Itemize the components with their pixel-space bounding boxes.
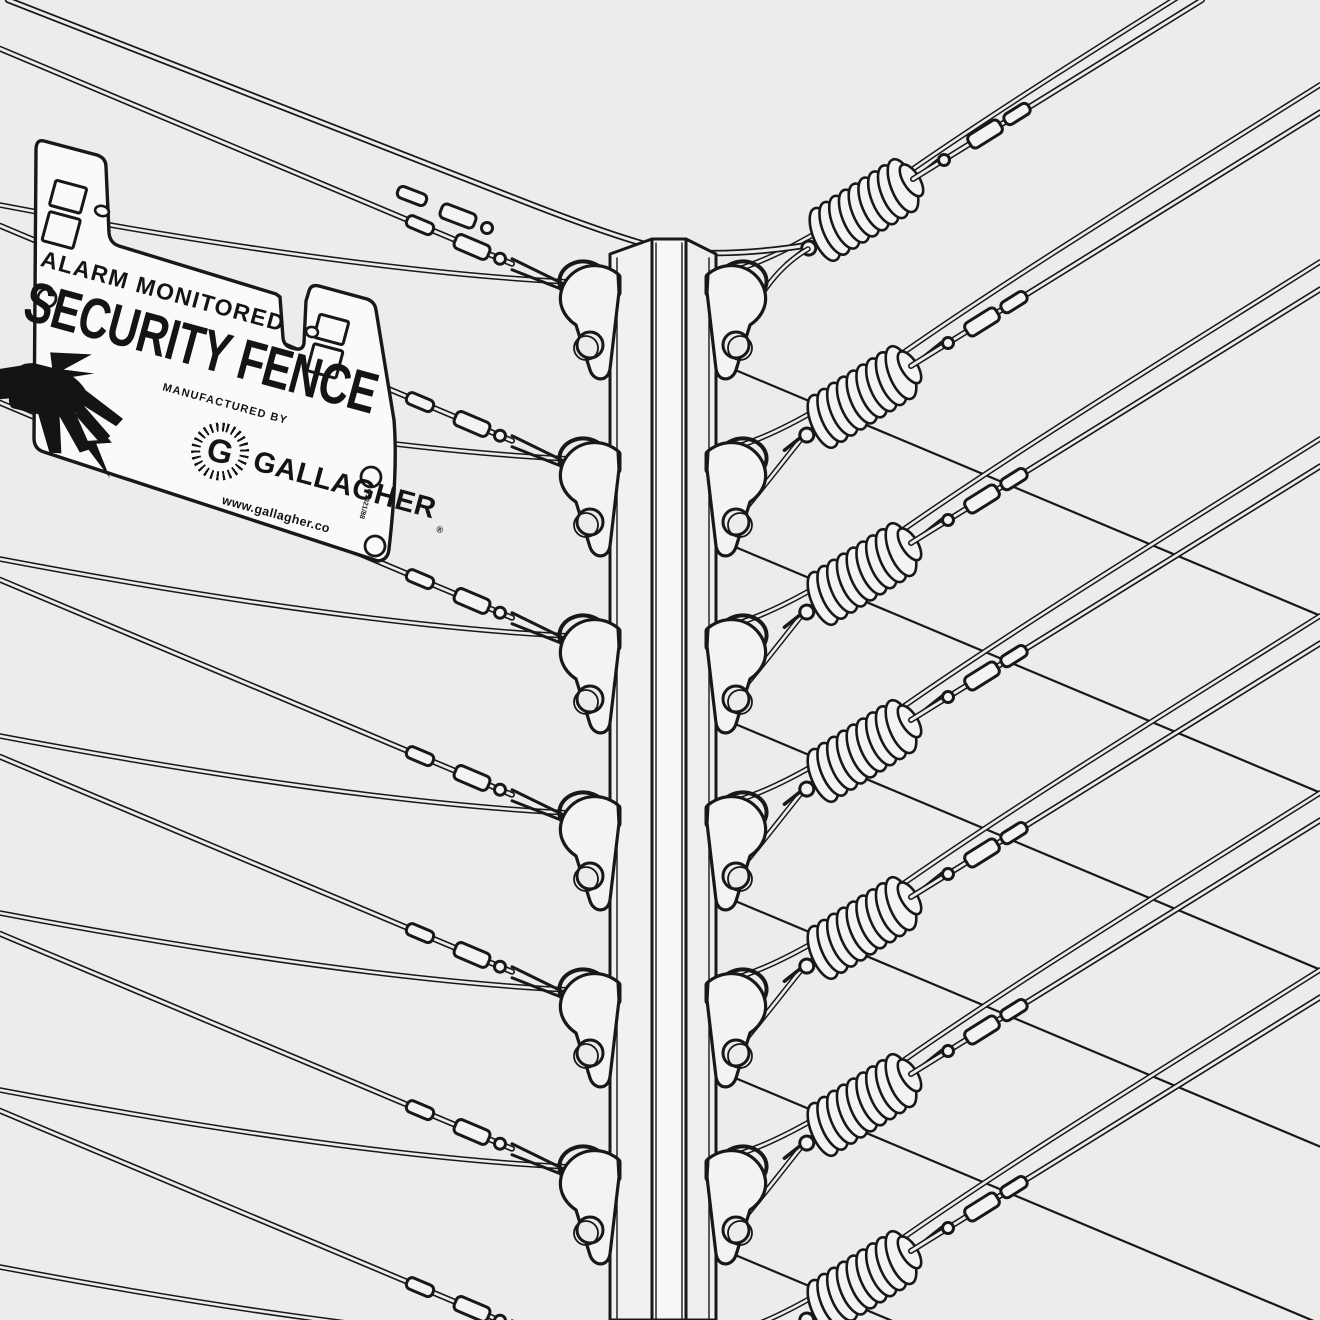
strain-insulator-left-4: [557, 790, 622, 912]
strain-insulator-right-2: [704, 436, 769, 558]
strain-insulator-left-1: [557, 259, 622, 381]
strain-insulator-left-6: [557, 1144, 622, 1266]
tension-spring: [782, 871, 944, 983]
strain-insulator-right-6: [704, 1144, 769, 1266]
strain-insulator-left-2: [557, 436, 622, 558]
sign-mounting-hole: [359, 465, 383, 489]
top-corner-wire: [4, 0, 1205, 265]
right-strain-wires: [734, 109, 1320, 1320]
strain-insulator-right-5: [704, 967, 769, 1089]
sign-mounting-hole: [304, 325, 320, 339]
sign-mounting-hole: [93, 204, 111, 218]
sign-hanger-slot: [305, 312, 351, 380]
tension-spring: [782, 340, 944, 452]
strain-insulator-left-3: [557, 613, 622, 735]
strain-insulator-right-3: [704, 613, 769, 735]
strain-insulator-right-4: [704, 790, 769, 912]
sign-mounting-hole: [363, 534, 387, 558]
sign-mounting-hole: [36, 287, 58, 309]
background-wire-continuations: [638, 328, 1320, 1320]
warning-sign-plate: [32, 139, 397, 563]
sign-mounting-hole: [41, 367, 63, 389]
tension-spring: [782, 517, 944, 629]
strain-insulator-left-5: [557, 967, 622, 1089]
sign-hanger-slot: [40, 178, 88, 250]
strain-insulator-right-1: [704, 259, 769, 381]
tension-spring: [782, 1225, 944, 1320]
corner-post: [608, 237, 718, 1320]
insulators: [557, 259, 769, 1266]
left-strain-wires: [0, 45, 586, 1320]
